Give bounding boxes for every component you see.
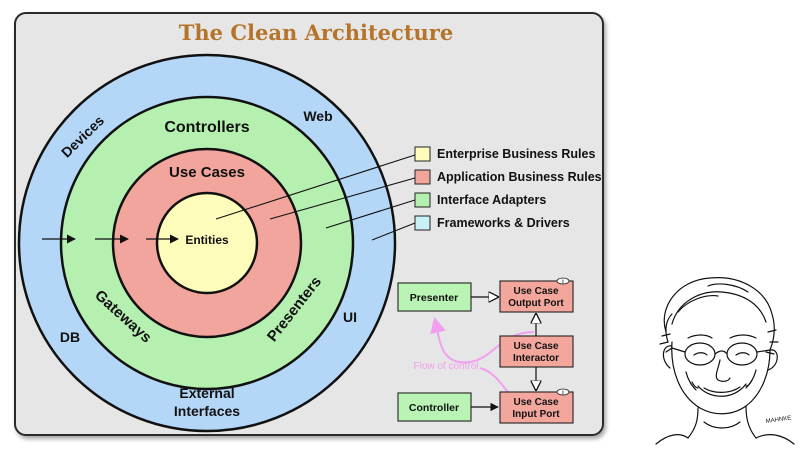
external-label-line2: Interfaces: [174, 403, 240, 419]
interactor-label-1: Use Case: [513, 341, 558, 352]
legend-label-application: Application Business Rules: [437, 170, 602, 184]
use-cases-label: Use Cases: [169, 164, 245, 181]
legend-swatch-adapters: [414, 192, 431, 208]
author-portrait-sketch: MAHNKE: [655, 277, 795, 445]
interactor-box: [499, 335, 574, 368]
controller-label: Controller: [409, 402, 459, 414]
entities-label: Entities: [185, 233, 229, 247]
db-label: DB: [60, 329, 80, 345]
output-port-box: [499, 280, 574, 313]
controllers-label: Controllers: [164, 119, 249, 136]
input-port-interface-marker-label: I: [562, 391, 564, 397]
legend-leader-application: [269, 177, 416, 220]
legend-leader-frameworks: [371, 222, 416, 241]
input-port-label-1: Use Case: [513, 397, 558, 408]
controller-box: [397, 392, 472, 422]
output-port-interface-marker-label: I: [562, 280, 564, 286]
legend-swatch-frameworks: [414, 215, 431, 231]
presenter-label: Presenter: [410, 292, 458, 304]
legend-leader-enterprise: [215, 154, 416, 220]
output-port-interface-marker: [556, 277, 570, 285]
entities-circle: [155, 191, 259, 295]
input-port-label-2: Input Port: [512, 409, 560, 420]
presenter-box: [397, 282, 472, 312]
external-label-line1: External: [179, 385, 234, 401]
output-port-label-1: Use Case: [513, 286, 558, 297]
output-port-label-2: Output Port: [508, 298, 564, 309]
legend-leader-adapters: [325, 199, 416, 229]
flow-diagram: Flow of control Presenter Use Case Outpu…: [397, 277, 574, 424]
diagram-title: The Clean Architecture: [179, 20, 453, 45]
interactor-label-2: Interactor: [513, 353, 559, 364]
ui-label: UI: [343, 309, 357, 325]
legend-swatch-enterprise: [414, 146, 431, 162]
flow-of-control-label: Flow of control: [413, 361, 478, 372]
input-port-interface-marker: [556, 388, 570, 396]
legend-label-frameworks: Frameworks & Drivers: [437, 216, 570, 230]
web-label: Web: [303, 108, 332, 124]
legend: Enterprise Business Rules Application Bu…: [414, 146, 602, 231]
legend-label-enterprise: Enterprise Business Rules: [437, 147, 595, 161]
portrait-signature: MAHNKE: [765, 415, 791, 425]
legend-label-adapters: Interface Adapters: [437, 193, 546, 207]
input-port-box: [499, 391, 574, 424]
legend-swatch-application: [414, 169, 431, 185]
